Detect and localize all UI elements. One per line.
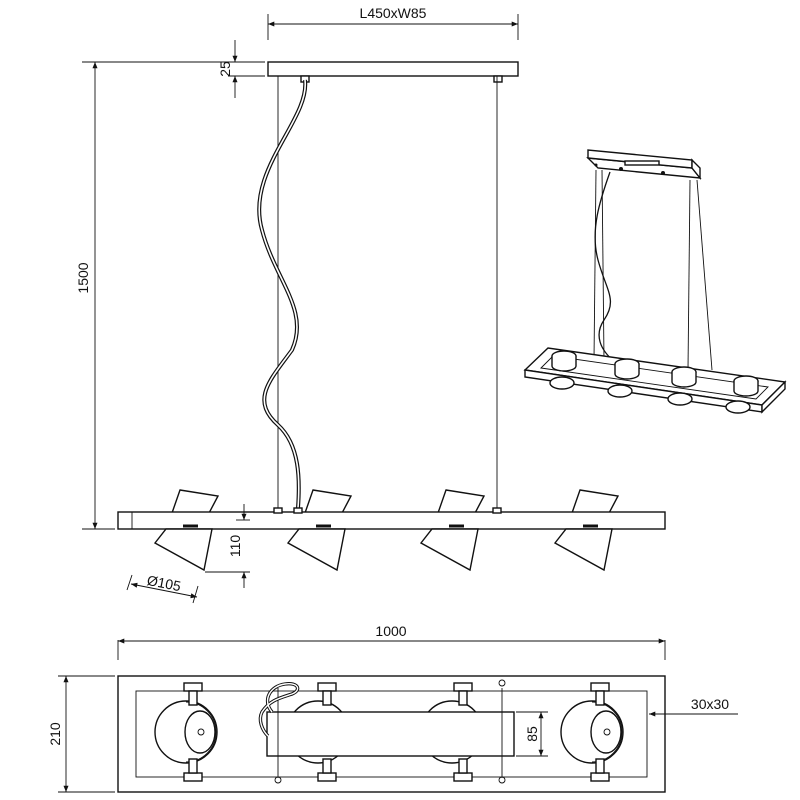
light-bar: [117, 511, 666, 530]
frame-inner: [135, 690, 648, 778]
power-cord-core: [258, 79, 306, 509]
shade-1: [153, 528, 213, 572]
shade-top-2: [304, 489, 353, 516]
shade-top-3: [437, 489, 486, 516]
plan-view: 1000 210 85 30x30: [47, 623, 738, 793]
plan-brackets: [183, 682, 610, 782]
canopy-height-label: 25: [217, 61, 233, 77]
perspective-view: [523, 149, 787, 414]
shade-top: [171, 489, 620, 516]
cable-clamp: [493, 75, 503, 83]
shade-top-4: [571, 489, 620, 516]
wire-clip: [273, 507, 283, 514]
canopy: [267, 61, 519, 77]
canopy-size-label: L450xW85: [360, 5, 427, 21]
power-cord: [257, 79, 308, 509]
shade-diameter-label: Ø105: [146, 572, 183, 594]
shade-top-1: [171, 489, 220, 516]
front-view: L450xW85 25 1500 110 Ø105: [75, 5, 666, 604]
plan-canopy: [266, 711, 515, 757]
shade-4: [553, 528, 613, 572]
shade-offset-label: 110: [227, 535, 243, 558]
inner-bar-height-label: 85: [524, 726, 540, 742]
profile-size-label: 30x30: [691, 696, 729, 712]
total-width-label: 210: [47, 722, 63, 746]
total-height-label: 1500: [75, 262, 91, 293]
total-length-label: 1000: [375, 623, 406, 639]
shade-bottom: [153, 524, 613, 572]
wire-clip: [293, 507, 303, 514]
shade-2: [286, 528, 346, 572]
shade-3: [419, 528, 479, 572]
wire-clip: [492, 507, 502, 514]
perspective-lamp-heads: [549, 350, 759, 414]
